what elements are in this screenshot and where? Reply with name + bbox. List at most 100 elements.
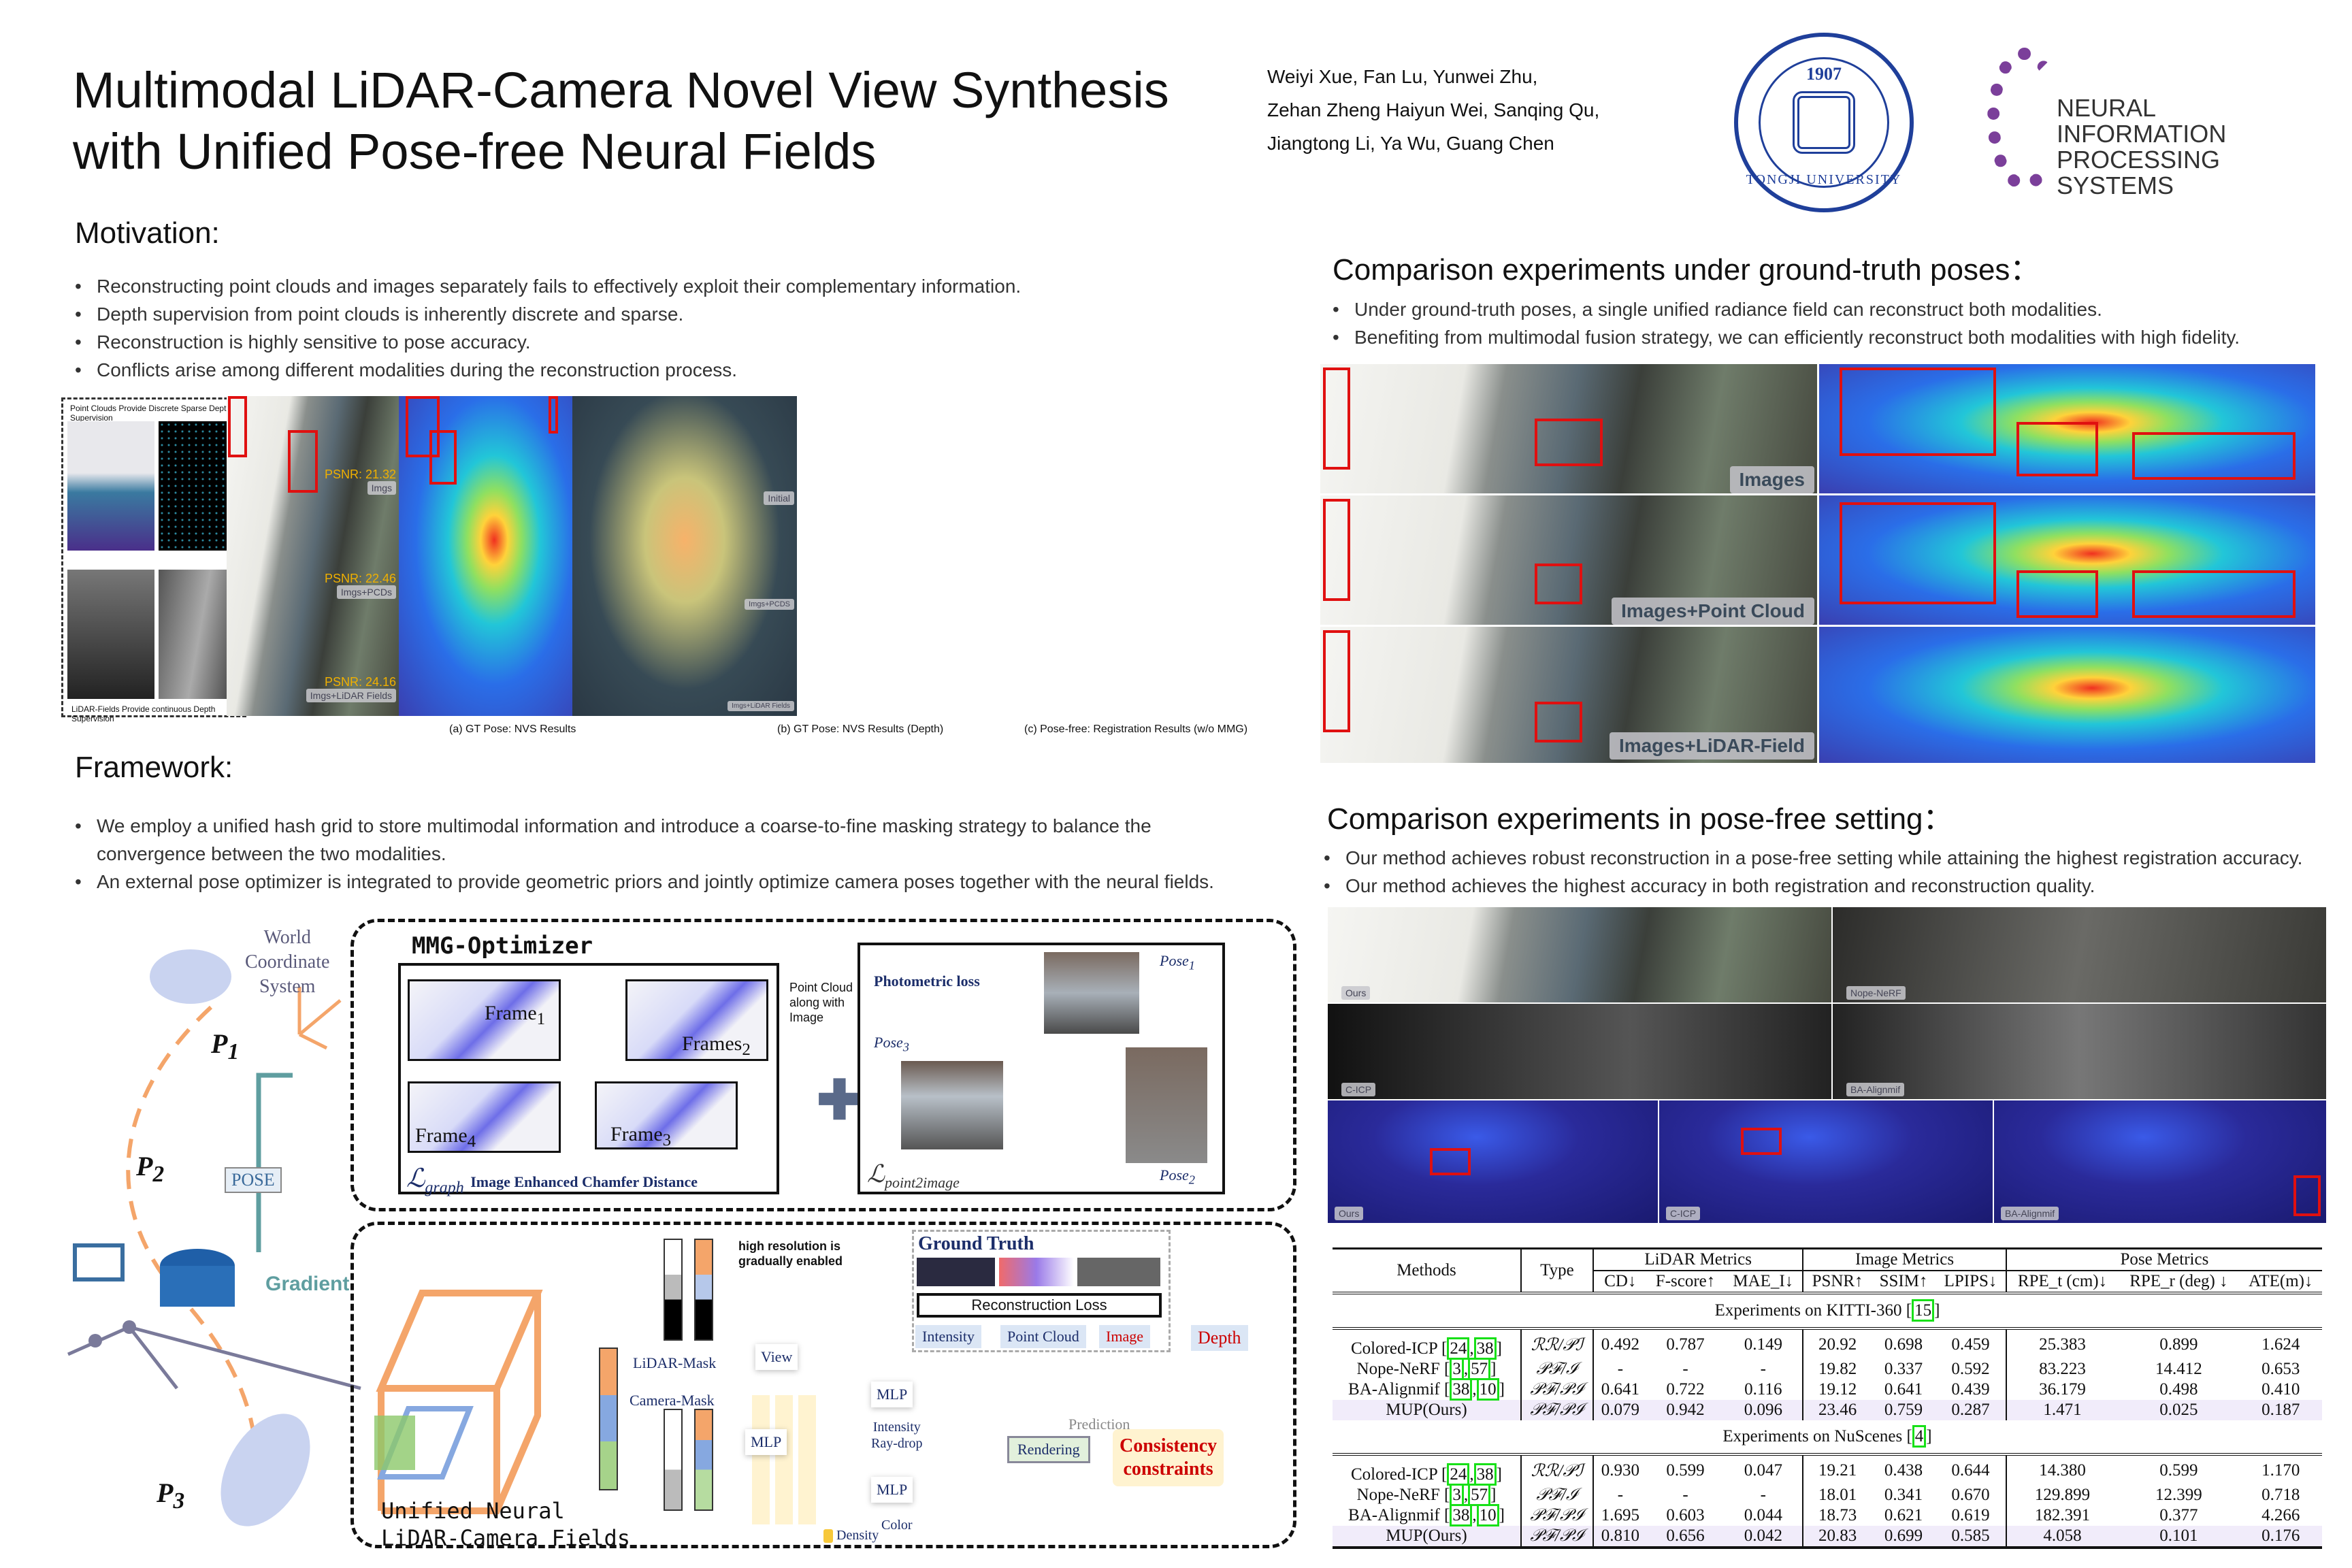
motivation-bullets: Reconstructing point clouds and images s… [75,272,1021,384]
label: LiDAR-Camera Fields [381,1525,631,1551]
citation-link[interactable]: 38 [1450,1504,1473,1526]
method-type: ℛℛ/𝒫ℐ [1520,1328,1593,1359]
citation-link[interactable]: 3 [1450,1358,1464,1380]
method-name: Colored-ICP [1350,1339,1437,1358]
mmg-optimizer-panel [350,919,1296,1211]
neural-fields-panel [350,1222,1296,1548]
cell-value: - [1592,1359,1647,1379]
citation-link[interactable]: 38 [1473,1463,1497,1486]
method-tag: Images+LiDAR-Field [1609,732,1814,760]
loss-symbol: ℒ [406,1164,425,1193]
cell-value: 0.410 [2261,1380,2300,1399]
col-header: LPIPS↓ [1944,1272,1997,1290]
subscript: 1 [536,1010,546,1028]
bullet: Our method achieves the highest accuracy… [1324,872,2302,900]
view-box: View [755,1344,798,1370]
citation-link[interactable]: 57 [1468,1484,1491,1506]
citation-link[interactable]: 24 [1447,1463,1470,1486]
pose-label: P [136,1151,153,1181]
cell-value: 0.641 [1592,1379,1647,1400]
cell-value: 0.116 [1744,1380,1782,1399]
mlp-box: MLP [745,1429,787,1455]
citation-link[interactable]: 10 [1476,1378,1499,1401]
car-icon [150,949,231,1004]
cell-value: 1.624 [2261,1335,2300,1354]
logo-name: TONGJI UNIVERSITY [1746,172,1902,187]
bullet: Conflicts arise among different modaliti… [75,356,1021,384]
chamfer-label: Image Enhanced Chamfer Distance [470,1173,698,1190]
citation-link[interactable]: 15 [1912,1299,1935,1322]
citation-link[interactable]: 57 [1468,1358,1491,1380]
cell-value: 0.942 [1646,1400,1725,1420]
cell-value: 0.599 [2159,1460,2198,1480]
cell-value: 0.176 [2239,1526,2322,1548]
cell-value: 129.899 [2005,1485,2119,1505]
pf-compare-heading: Comparison experiments in pose-free sett… [1327,802,1953,836]
frame-label: Frame [610,1123,663,1145]
pose-label: Pose [1160,1166,1189,1183]
cell-value: 0.619 [1951,1506,1990,1524]
col-header: MAE_I↓ [1733,1272,1794,1290]
cell-value: 0.722 [1666,1380,1705,1399]
cell-value: 14.380 [2005,1454,2119,1485]
method-name: Nope-NeRF [1356,1486,1440,1504]
cell-value: 0.187 [2239,1400,2322,1420]
cell-value: 0.699 [1871,1526,1936,1548]
col-header: ATE(m)↓ [2249,1272,2313,1290]
gradient-label: Gradient [265,1273,350,1295]
cell-value: 19.21 [1802,1454,1872,1485]
method-tag: Ours [1335,1207,1364,1220]
registration-results [572,396,797,716]
citation-link[interactable]: 4 [1912,1425,1927,1448]
col-header: PSNR↑ [1802,1271,1872,1293]
citation-link[interactable]: 10 [1476,1504,1499,1526]
panel-label: LiDAR-Fields Provide continuous Depth Su… [71,704,216,723]
cell-value: 0.899 [2159,1335,2198,1354]
citation-link[interactable]: 38 [1473,1337,1497,1360]
pose-label: P [157,1477,174,1508]
cell-value: 0.670 [1951,1486,1990,1504]
psnr-label: PSNR: 22.46 [324,572,396,585]
mlp-box: MLP [871,1477,913,1503]
method-tag: Images [1729,466,1814,493]
figure-caption: (c) Pose-free: Registration Results (w/o… [1024,723,1248,735]
figure-caption: (b) GT Pose: NVS Results (Depth) [777,723,944,735]
cell-value: 36.179 [2005,1379,2119,1400]
method-type: 𝒫ℱ/ℐ [1520,1485,1593,1505]
cell-value: - [1760,1486,1766,1504]
note: along with [789,996,845,1009]
label: Coordinate [245,951,330,973]
citation-link[interactable]: 3 [1450,1484,1464,1506]
cell-value: 23.46 [1802,1400,1872,1420]
citation-link[interactable]: 38 [1450,1378,1473,1401]
cell-value: - [1760,1360,1766,1378]
cell-value: 25.383 [2005,1328,2119,1359]
author-line: Jiangtong Li, Ya Wu, Guang Chen [1267,133,1554,154]
bullet: Under ground-truth poses, a single unifi… [1333,295,2240,323]
col-header: Pose Metrics [2005,1248,2322,1271]
cell-value: 0.930 [1592,1454,1647,1485]
col-header: RPE_t (cm)↓ [2005,1271,2119,1293]
col-header: CD↓ [1592,1271,1647,1293]
subscript: 4 [467,1132,476,1151]
method-name: Colored-ICP [1350,1465,1437,1484]
cell-value: 0.787 [1666,1335,1705,1354]
cell-value: 0.044 [1744,1506,1782,1524]
cell-value: 0.337 [1884,1360,1923,1378]
method-type: ℛℛ/𝒫ℐ [1520,1454,1593,1485]
output-chip: Intensity [915,1325,981,1348]
method-type: 𝒫ℱ/ℐ [1520,1359,1593,1379]
subscript: 2 [1188,1173,1195,1187]
bullet: We employ a unified hash grid to store m… [75,812,1245,868]
subscript: 2 [742,1041,751,1059]
citation-link[interactable]: 24 [1447,1337,1470,1360]
col-header: RPE_r (deg) ↓ [2129,1272,2228,1290]
hash-grid-icon [374,1290,543,1514]
subscript: 3 [902,1040,909,1054]
col-header: LiDAR Metrics [1592,1248,1803,1271]
cell-value: 14.412 [2155,1360,2202,1378]
